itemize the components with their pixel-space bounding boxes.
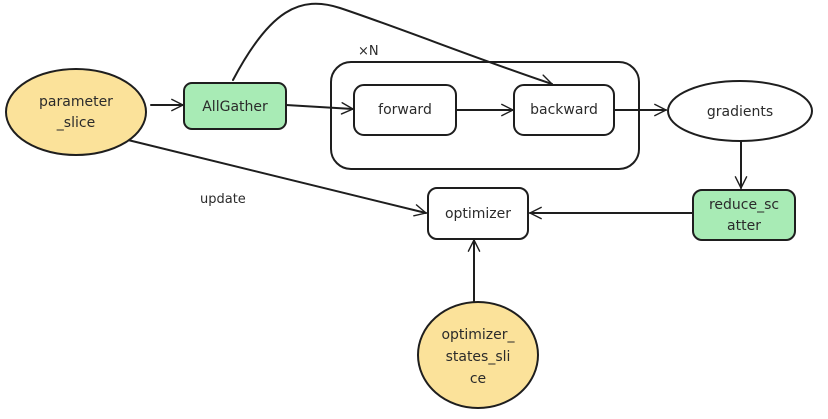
node-optimizer-label: optimizer (445, 206, 511, 222)
node-parameter-slice[interactable]: parameter _slice (5, 68, 147, 156)
node-optimizer-states-slice-line-1: optimizer_ (441, 327, 515, 343)
node-reduce-scatter[interactable]: reduce_sc atter (692, 189, 796, 241)
loop-group: ×N (330, 44, 640, 170)
node-allgather[interactable]: AllGather (183, 82, 287, 130)
node-reduce-scatter-line-2: atter (727, 218, 761, 234)
node-optimizer-states-slice-line-2: states_sli (446, 349, 511, 365)
loop-label: ×N (358, 44, 379, 59)
node-optimizer-states-slice[interactable]: optimizer_ states_sli ce (417, 301, 539, 409)
node-forward[interactable]: forward (353, 84, 457, 136)
node-optimizer[interactable]: optimizer (427, 187, 529, 240)
edge-label-update: update (200, 192, 246, 207)
node-backward-label: backward (530, 102, 598, 118)
edge-allgather-to-forward (285, 102, 354, 115)
edge-parameter-to-optimizer (127, 139, 427, 217)
node-forward-label: forward (378, 102, 432, 118)
node-optimizer-states-slice-line-3: ce (470, 371, 486, 387)
node-gradients[interactable]: gradients (667, 80, 813, 142)
node-parameter-slice-line-2: _slice (56, 115, 95, 131)
node-parameter-slice-line-1: parameter (39, 94, 113, 110)
node-backward[interactable]: backward (513, 84, 615, 136)
node-gradients-label: gradients (707, 104, 773, 120)
node-allgather-label: AllGather (202, 99, 268, 115)
edges: update (127, 2, 748, 304)
edge-allgather-to-backward (232, 2, 553, 87)
node-reduce-scatter-line-1: reduce_sc (709, 197, 779, 213)
